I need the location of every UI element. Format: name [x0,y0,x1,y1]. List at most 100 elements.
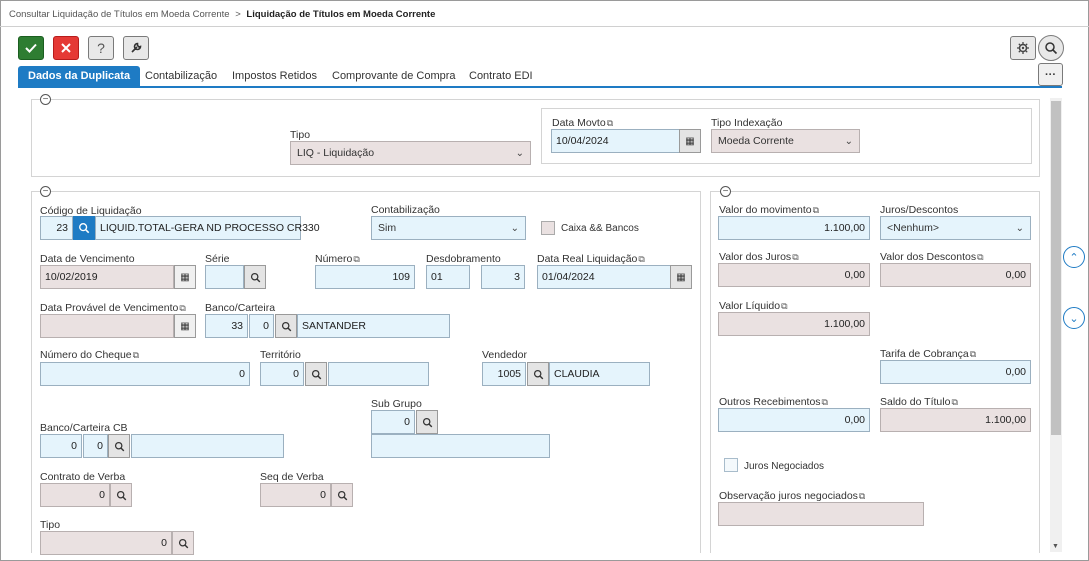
cancel-button[interactable] [53,36,79,60]
caixa-checkbox[interactable] [541,221,555,235]
contrato-label: Contrato de Verba [40,471,126,483]
scroll-down-icon[interactable]: ▼ [1052,543,1059,550]
tarifa-field[interactable]: 0,00 [880,360,1031,384]
tipo2-field[interactable]: 0 [40,531,172,555]
tipo-indexacao-select[interactable]: Moeda Corrente⌄ [711,129,860,153]
outros-field[interactable]: 0,00 [718,408,870,432]
copy-icon: ⧉ [969,349,977,359]
desdob-field-2[interactable]: 3 [481,265,525,289]
juros-neg-checkbox[interactable] [724,458,738,472]
provavel-calendar-button[interactable]: ▦ [174,314,196,338]
contrato-field[interactable]: 0 [40,483,110,507]
banco-description[interactable]: SANTANDER [297,314,450,338]
real-liq-calendar-button[interactable]: ▦ [670,265,692,289]
juros-desc-select[interactable]: <Nenhum>⌄ [880,216,1031,240]
venc-field[interactable]: 10/02/2019 [40,265,174,289]
contab-select[interactable]: Sim⌄ [371,216,526,240]
tipo2-label: Tipo [40,519,61,531]
banco-label: Banco/Carteira [205,302,276,314]
help-button[interactable]: ? [88,36,114,60]
global-search-button[interactable] [1038,35,1064,61]
copy-icon: ⧉ [606,118,614,128]
bancocb-field-1[interactable]: 0 [40,434,82,458]
territorio-search-button[interactable] [305,362,327,386]
tipo2-search-button[interactable] [172,531,194,555]
valor-mov-field[interactable]: 1.100,00 [718,216,870,240]
vendedor-search-button[interactable] [527,362,549,386]
desdob-field-1[interactable]: 01 [426,265,470,289]
bancocb-label: Banco/Carteira CB [40,422,128,434]
collapse-right-icon[interactable]: − [720,186,731,197]
codigo-field[interactable]: 23 [40,216,73,240]
seq-search-button[interactable] [331,483,353,507]
subgrupo-search-button[interactable] [416,410,438,434]
copy-icon: ⧉ [781,301,788,311]
close-icon [61,43,71,53]
search-icon [533,369,543,379]
numero-field[interactable]: 109 [315,265,415,289]
territorio-description[interactable] [328,362,429,386]
codigo-search-button[interactable] [73,216,95,240]
serie-search-button[interactable] [244,265,266,289]
tarifa-label: Tarifa de Cobrança⧉ [880,348,977,360]
obs-field[interactable] [718,502,924,526]
vendedor-description[interactable]: CLAUDIA [549,362,650,386]
tab-comprovante-de-compra[interactable]: Comprovante de Compra [332,70,456,82]
valor-mov-label: Valor do movimento⧉ [719,204,820,216]
subgrupo-label: Sub Grupo [371,398,422,410]
chevron-down-icon: ⌄ [1015,222,1024,234]
territorio-field[interactable]: 0 [260,362,304,386]
codigo-description[interactable]: LIQUID.TOTAL-GERA ND PROCESSO CR330 [95,216,320,240]
tab-contabilizacao[interactable]: Contabilização [145,70,218,82]
calendar-button[interactable]: ▦ [679,129,701,153]
tipo-label: Tipo [290,129,311,141]
copy-icon: ⧉ [353,254,360,264]
valor-liq-field[interactable]: 1.100,00 [718,312,870,336]
scroll-bottom-button[interactable]: ⌄ [1063,307,1085,329]
provavel-field[interactable] [40,314,174,338]
vendedor-field[interactable]: 1005 [482,362,526,386]
calendar-icon: ▦ [676,271,686,283]
contrato-search-button[interactable] [110,483,132,507]
more-icon: ··· [1045,68,1056,81]
bancocb-field-2[interactable]: 0 [83,434,108,458]
seq-field[interactable]: 0 [260,483,331,507]
chevron-down-icon: ⌄ [844,135,853,147]
copy-icon: ⧉ [858,491,866,501]
scroll-top-button[interactable]: ⌃ [1063,246,1085,268]
collapse-header-icon[interactable]: − [40,94,51,105]
tab-contrato-edi[interactable]: Contrato EDI [469,70,533,82]
double-chevron-up-icon: ⌃ [1069,251,1079,264]
data-movto-field[interactable]: 10/04/2024 [551,129,680,153]
header-divider [0,26,1089,27]
banco-field-1[interactable]: 33 [205,314,248,338]
bancocb-search-button[interactable] [108,434,130,458]
banco-field-2[interactable]: 0 [249,314,274,338]
subgrupo-field[interactable]: 0 [371,410,415,434]
scrollbar-thumb[interactable] [1051,101,1061,435]
real-liq-label: Data Real Liquidação⧉ [537,253,645,265]
cheque-field[interactable]: 0 [40,362,250,386]
bancocb-description[interactable] [131,434,284,458]
settings-button[interactable] [1010,36,1036,60]
real-liq-field[interactable]: 01/04/2024 [537,265,671,289]
codigo-label: Código de Liquidação [40,205,142,217]
collapse-left-icon[interactable]: − [40,186,51,197]
tab-impostos-retidos[interactable]: Impostos Retidos [232,70,317,82]
banco-search-button[interactable] [275,314,297,338]
valor-juros-field[interactable]: 0,00 [718,263,870,287]
tab-dados-da-duplicata[interactable]: Dados da Duplicata [18,66,141,87]
confirm-button[interactable] [18,36,44,60]
tools-button[interactable] [123,36,149,60]
tipo-select[interactable]: LIQ - Liquidação⌄ [290,141,531,165]
valor-desc-field[interactable]: 0,00 [880,263,1031,287]
more-options-button[interactable]: ··· [1038,63,1063,86]
saldo-field[interactable]: 1.100,00 [880,408,1031,432]
breadcrumb-parent[interactable]: Consultar Liquidação de Títulos em Moeda… [9,9,230,20]
subgrupo-description[interactable] [371,434,550,458]
saldo-label: Saldo do Título⧉ [880,396,958,408]
search-icon [114,441,124,451]
breadcrumb: Consultar Liquidação de Títulos em Moeda… [9,9,435,20]
serie-field[interactable] [205,265,244,289]
venc-calendar-button[interactable]: ▦ [174,265,196,289]
